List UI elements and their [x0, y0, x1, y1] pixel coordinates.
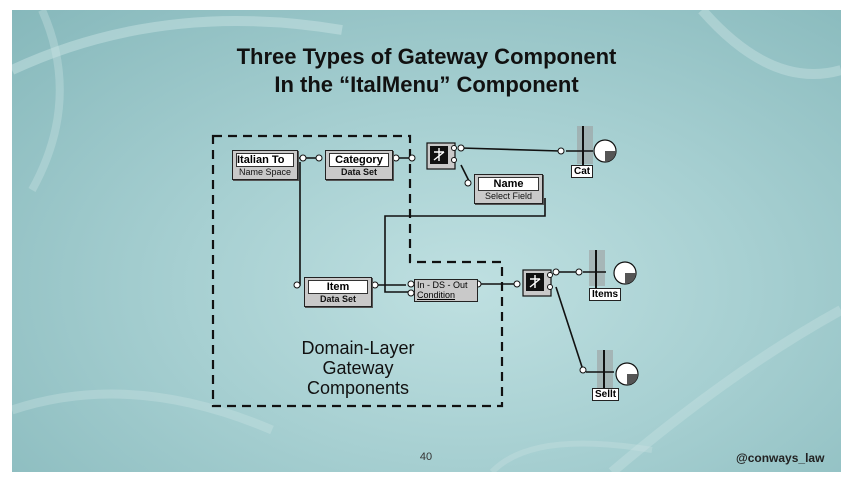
slide-title-line1: Three Types of Gateway Component: [236, 44, 617, 69]
condition-component: In - DS - Out Condition: [414, 279, 478, 302]
output-tag-sellt: Sellt: [592, 388, 620, 401]
domain-label-line1: Domain-Layer: [301, 338, 415, 358]
port-circles: [293, 144, 587, 374]
output-tag-cat: Cat: [571, 165, 594, 178]
italian-component-title: Italian To: [236, 153, 294, 167]
name-component-title: Name: [478, 177, 539, 191]
slide-title-line2: In the “ItalMenu” Component: [274, 72, 579, 97]
domain-label-line3: Components: [306, 378, 410, 398]
category-dataset-component: Category Data Set: [325, 150, 393, 180]
gateway-selector-icon-bottom: [522, 269, 553, 297]
slide-background: [12, 10, 841, 472]
gateway-selector-icon-top: [426, 142, 457, 170]
name-selectfield-component: Name Select Field: [474, 174, 543, 204]
italian-namespace-component: Italian To Name Space: [232, 150, 298, 180]
output-actor-icon-items: [583, 250, 637, 288]
item-component-title: Item: [308, 280, 368, 294]
page-number: 40: [419, 451, 433, 463]
domain-layer-boundary: [211, 134, 504, 408]
italian-component-subtitle: Name Space: [238, 167, 292, 177]
output-actor-icon-cat: [566, 126, 617, 165]
domain-label-line2: Gateway: [322, 358, 394, 378]
condition-component-line1: In - DS - Out: [417, 280, 468, 290]
twitter-handle: @conways_law: [736, 451, 825, 465]
output-actor-icon-sellt: [586, 350, 639, 390]
item-dataset-component: Item Data Set: [304, 277, 372, 307]
category-component-title: Category: [329, 153, 389, 167]
decorative-swirls: [12, 10, 841, 472]
item-component-subtitle: Data Set: [319, 294, 356, 304]
name-component-subtitle: Select Field: [484, 191, 533, 201]
output-tag-items: Items: [589, 288, 622, 301]
condition-component-line2: Condition: [417, 290, 456, 300]
category-component-subtitle: Data Set: [340, 167, 377, 177]
domain-layer-label: Domain-Layer Gateway Components: [278, 338, 438, 398]
